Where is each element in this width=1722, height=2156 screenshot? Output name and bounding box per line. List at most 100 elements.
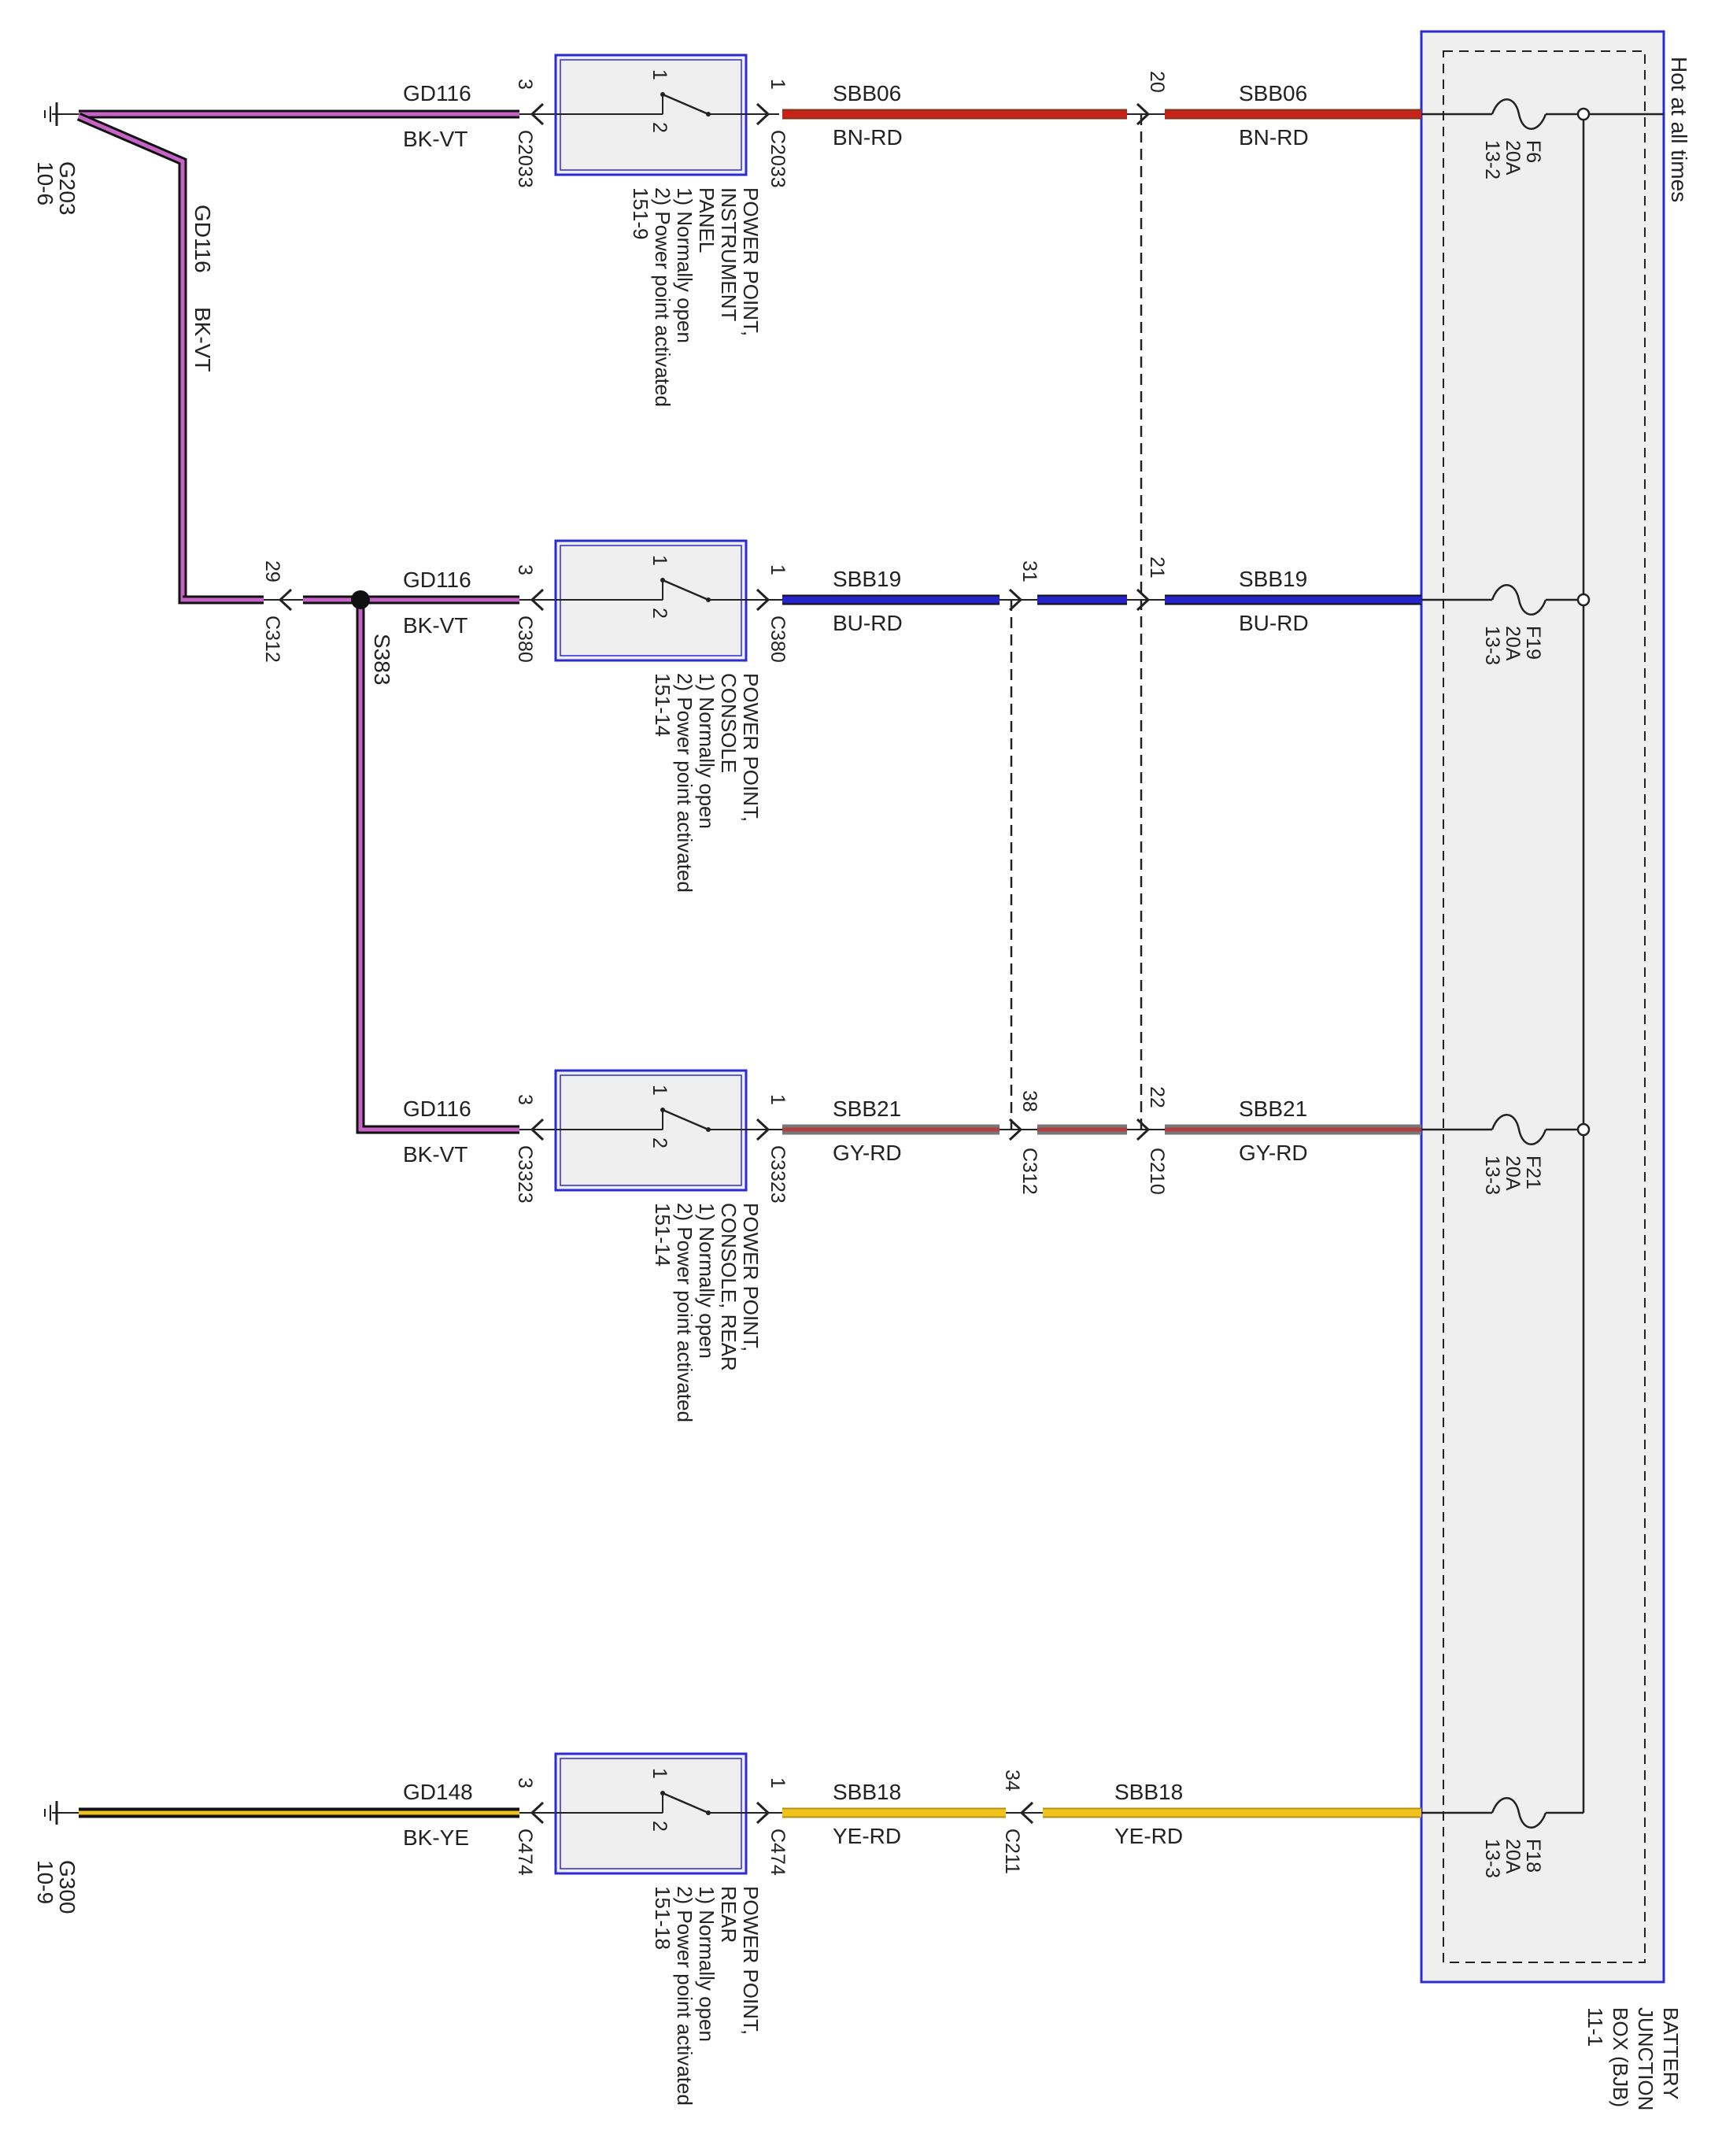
row4-connector-left: C474 (514, 1829, 536, 1876)
connector-c380-out (746, 588, 782, 612)
svg-text:1) Normally open: 1) Normally open (695, 673, 719, 829)
row2-feed-color: BU-RD (833, 611, 903, 635)
power-point-console (554, 539, 748, 662)
svg-text:13-3: 13-3 (1481, 1839, 1503, 1878)
svg-text:151-18: 151-18 (651, 1886, 674, 1950)
svg-text:20A: 20A (1502, 626, 1524, 661)
c312-pin-29: 29 (261, 560, 283, 582)
row3-connector-right: C3323 (767, 1145, 789, 1204)
row3-pin-out: 1 (767, 1094, 789, 1105)
c312-ground-label: C312 (261, 616, 283, 663)
svg-text:F19: F19 (1522, 626, 1544, 660)
svg-text:CONSOLE, REAR: CONSOLE, REAR (717, 1203, 741, 1371)
row4-bjb-color: YE-RD (1114, 1824, 1183, 1848)
row1-component-label: POWER POINT, INSTRUMENT PANEL 1) Normall… (629, 187, 763, 407)
c312-feed-label: C312 (1018, 1148, 1040, 1195)
wire-sbb18 (782, 1801, 1421, 1825)
row4-pin-in: 3 (514, 1777, 536, 1788)
wire-sbb21 (782, 1118, 1421, 1141)
svg-text:13-3: 13-3 (1481, 626, 1503, 665)
fuse-f18-label: F18 20A 13-3 (1481, 1839, 1544, 1878)
row2-pin-out: 1 (767, 564, 789, 575)
ground-g300-ref: 10-9 (33, 1860, 57, 1904)
svg-text:CONSOLE: CONSOLE (717, 673, 741, 773)
row1-switch-pin-1: 1 (649, 69, 671, 80)
svg-text:151-14: 151-14 (651, 673, 674, 737)
hot-at-all-times-label: Hot at all times (1667, 57, 1691, 202)
connector-c3323-out (746, 1118, 782, 1141)
row2-ground-circuit: GD116 (403, 568, 471, 592)
power-point-rear (554, 1752, 748, 1875)
row3-switch-pin-1: 1 (649, 1085, 671, 1096)
c210-pin-21: 21 (1146, 557, 1168, 579)
connector-c3323-in (519, 1118, 555, 1141)
svg-text:1) Normally open: 1) Normally open (695, 1203, 719, 1359)
connector-c474-in (519, 1801, 555, 1825)
svg-text:1) Normally open: 1) Normally open (695, 1886, 719, 2042)
row3-feed-color: GY-RD (833, 1141, 902, 1165)
row4-pin-out: 1 (767, 1777, 789, 1788)
connector-c380-in (519, 588, 555, 612)
fuse-f19-label: F19 20A 13-3 (1481, 626, 1544, 665)
row2-connector-right: C380 (767, 616, 789, 663)
wire-gd116-row1 (76, 109, 519, 605)
svg-text:INSTRUMENT: INSTRUMENT (717, 187, 741, 322)
fuse-f19 (1421, 584, 1591, 616)
row1-bjb-circuit: SBB06 (1239, 81, 1307, 105)
bjb-label-line-4: 11-1 (1583, 2007, 1607, 2047)
splice-s383-label: S383 (370, 634, 394, 685)
svg-text:F6: F6 (1522, 140, 1544, 163)
svg-text:151-14: 151-14 (651, 1203, 674, 1267)
row4-switch-pin-1: 1 (649, 1768, 671, 1779)
svg-text:POWER POINT,: POWER POINT, (739, 187, 763, 336)
vertical-ground-circuit: GD116 (190, 205, 215, 273)
fuse-f18 (1421, 1797, 1583, 1829)
row4-ground-circuit: GD148 (403, 1780, 473, 1804)
ground-g203-label: G203 (55, 161, 79, 216)
row4-bjb-circuit: SBB18 (1114, 1780, 1183, 1804)
bjb-label-line-2: JUNCTION (1634, 2007, 1657, 2110)
row3-component-label: POWER POINT, CONSOLE, REAR 1) Normally o… (651, 1203, 763, 1422)
c312-pin-38: 38 (1018, 1090, 1040, 1112)
row3-pin-in: 3 (514, 1094, 536, 1105)
bjb-label: BATTERY JUNCTION BOX (BJB) 11-1 (1583, 2007, 1683, 2110)
row1-pin-out: 1 (767, 79, 789, 90)
row2-feed-circuit: SBB19 (833, 567, 901, 591)
c211-pin-34: 34 (1001, 1770, 1023, 1792)
fuse-f6-label: F6 20A 13-2 (1481, 140, 1544, 179)
row1-connector-right: C2033 (767, 130, 789, 188)
row2-switch-pin-1: 1 (649, 555, 671, 566)
row4-switch-pin-2: 2 (649, 1821, 671, 1832)
svg-text:F21: F21 (1522, 1156, 1544, 1189)
connector-c2033-out (746, 102, 779, 126)
fuse-f6 (1421, 98, 1591, 130)
bjb-outline (1420, 30, 1665, 1984)
c211-label: C211 (1001, 1829, 1023, 1874)
row4-connector-right: C474 (767, 1829, 789, 1876)
c210-label: C210 (1146, 1148, 1168, 1195)
battery-junction-box (1420, 30, 1665, 1984)
row3-ground-color: BK-VT (403, 1142, 467, 1167)
row3-feed-circuit: SBB21 (833, 1096, 901, 1121)
wire-sbb19 (782, 588, 1421, 612)
row1-pin-in: 3 (514, 79, 536, 90)
row4-feed-color: YE-RD (833, 1824, 901, 1848)
row4-feed-circuit: SBB18 (833, 1780, 901, 1804)
ground-g300-label: G300 (55, 1860, 79, 1914)
row1-connector-left: C2033 (514, 130, 536, 188)
row3-bjb-color: GY-RD (1239, 1141, 1308, 1165)
svg-text:POWER POINT,: POWER POINT, (739, 1886, 763, 2035)
svg-text:151-9: 151-9 (629, 187, 652, 240)
svg-text:20A: 20A (1502, 1156, 1524, 1191)
svg-text:POWER POINT,: POWER POINT, (739, 673, 763, 822)
fuse-f21-label: F21 20A 13-3 (1481, 1156, 1544, 1195)
splice-s383 (351, 590, 370, 609)
svg-text:1) Normally open: 1) Normally open (673, 187, 697, 343)
row4-component-label: POWER POINT, REAR 1) Normally open 2) Po… (651, 1886, 763, 2106)
svg-text:2) Power point activated: 2) Power point activated (673, 1886, 697, 2106)
c312-pin-31: 31 (1018, 560, 1040, 582)
svg-text:13-3: 13-3 (1481, 1156, 1503, 1195)
row2-switch-pin-2: 2 (649, 608, 671, 619)
ground-symbol (44, 102, 79, 126)
svg-text:20A: 20A (1502, 1839, 1524, 1874)
